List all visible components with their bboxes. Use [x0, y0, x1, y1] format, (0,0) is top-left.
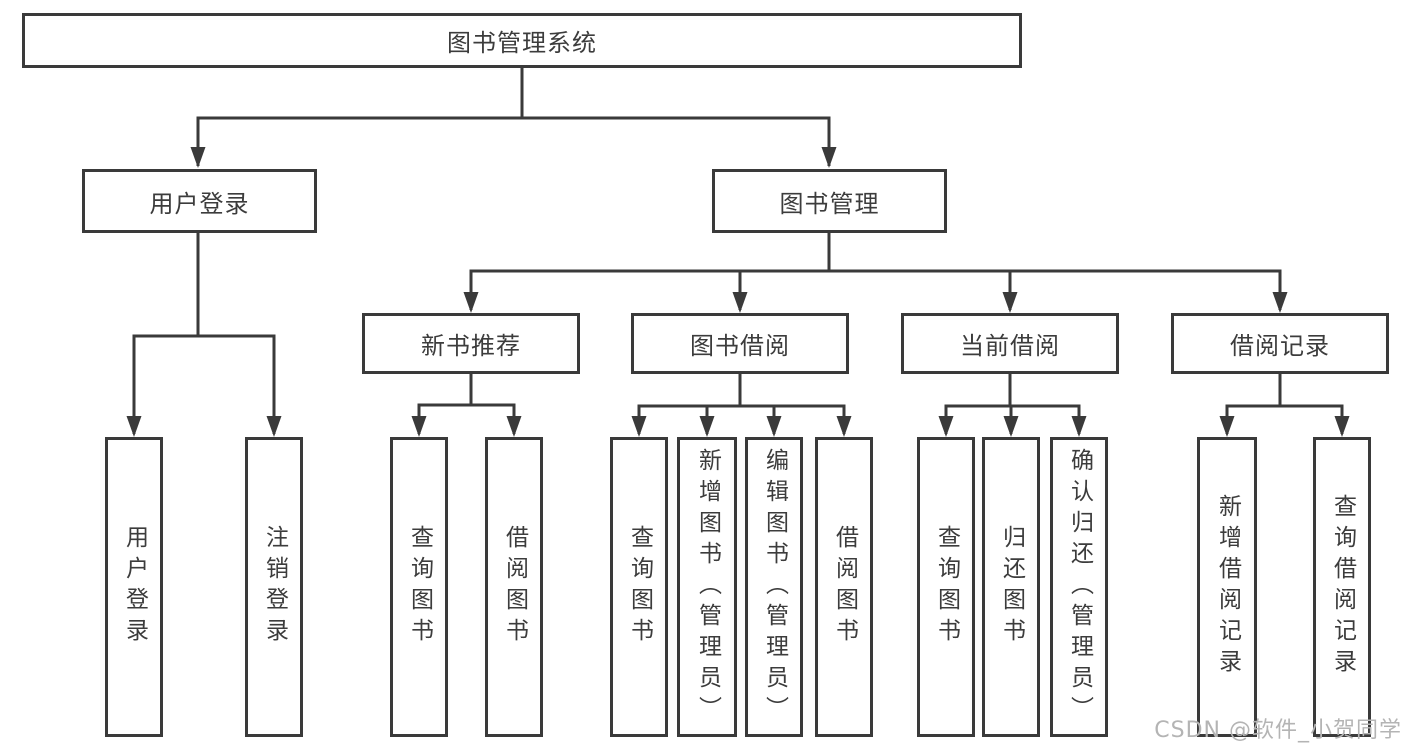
node-leaf-confirm-return-admin-label: 确认归还（管理员） — [1066, 447, 1093, 727]
node-leaf-query-book-newbook: 查询图书 — [390, 437, 448, 737]
node-borrow-record: 借阅记录 — [1171, 313, 1389, 374]
node-leaf-query-book-newbook-label: 查询图书 — [406, 525, 433, 649]
node-leaf-add-borrow-record-label: 新增借阅记录 — [1214, 494, 1241, 680]
node-new-book-recommend: 新书推荐 — [362, 313, 580, 374]
node-user-login: 用户登录 — [82, 169, 317, 233]
node-leaf-add-book-admin: 新增图书（管理员） — [677, 437, 737, 737]
node-root: 图书管理系统 — [22, 13, 1022, 68]
watermark: CSDN @软件_小贺同学 — [1154, 718, 1402, 743]
node-leaf-query-book-current-label: 查询图书 — [933, 525, 960, 649]
node-leaf-query-borrow-record: 查询借阅记录 — [1313, 437, 1371, 737]
node-leaf-borrow-book-newbook: 借阅图书 — [485, 437, 543, 737]
node-leaf-return-book: 归还图书 — [982, 437, 1040, 737]
node-book-borrow: 图书借阅 — [631, 313, 849, 374]
node-leaf-query-borrow-record-label: 查询借阅记录 — [1329, 494, 1356, 680]
node-book-management-label: 图书管理 — [779, 189, 880, 218]
node-current-borrow-label: 当前借阅 — [960, 332, 1060, 360]
node-leaf-return-book-label: 归还图书 — [998, 525, 1025, 649]
node-leaf-borrow-book-newbook-label: 借阅图书 — [501, 525, 528, 649]
node-leaf-borrow-book: 借阅图书 — [815, 437, 873, 737]
node-leaf-logout-login-label: 注销登录 — [261, 525, 288, 649]
node-user-login-label: 用户登录 — [149, 189, 250, 218]
node-borrow-record-label: 借阅记录 — [1230, 332, 1330, 360]
node-leaf-user-login: 用户登录 — [105, 437, 163, 737]
node-leaf-query-book-borrow: 查询图书 — [610, 437, 668, 737]
node-root-label: 图书管理系统 — [447, 29, 597, 57]
node-leaf-add-borrow-record: 新增借阅记录 — [1197, 437, 1257, 737]
node-leaf-confirm-return-admin: 确认归还（管理员） — [1050, 437, 1108, 737]
node-book-management: 图书管理 — [712, 169, 947, 233]
node-leaf-add-book-admin-label: 新增图书（管理员） — [694, 447, 721, 727]
node-leaf-query-book-current: 查询图书 — [917, 437, 975, 737]
node-leaf-user-login-label: 用户登录 — [121, 525, 148, 649]
node-leaf-edit-book-admin-label: 编辑图书（管理员） — [761, 447, 788, 727]
node-current-borrow: 当前借阅 — [901, 313, 1119, 374]
node-leaf-borrow-book-label: 借阅图书 — [831, 525, 858, 649]
node-leaf-logout-login: 注销登录 — [245, 437, 303, 737]
node-new-book-recommend-label: 新书推荐 — [421, 332, 521, 360]
node-leaf-query-book-borrow-label: 查询图书 — [626, 525, 653, 649]
node-leaf-edit-book-admin: 编辑图书（管理员） — [745, 437, 803, 737]
node-book-borrow-label: 图书借阅 — [690, 332, 790, 360]
